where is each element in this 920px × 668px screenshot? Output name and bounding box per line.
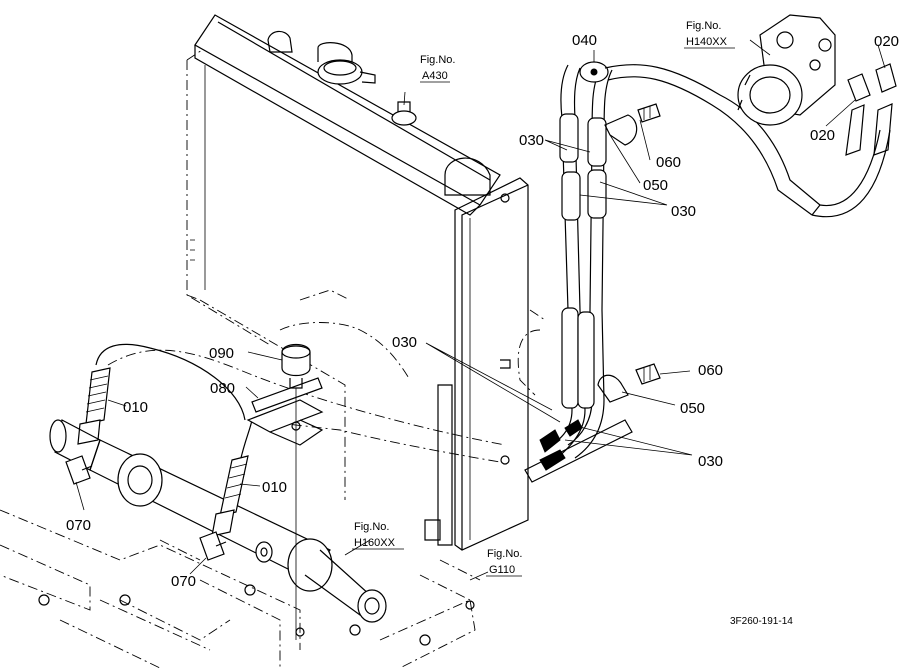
part-label-020: 020 [874, 33, 899, 50]
hose-to-pump [579, 61, 891, 218]
part-label-060: 060 [698, 362, 723, 379]
elbow-070-right [199, 531, 273, 563]
part-label-010: 010 [123, 399, 148, 416]
cap-090 [281, 343, 311, 389]
hose-010-left [77, 343, 246, 445]
hose-lower-routing [107, 289, 506, 463]
fig-ref-prefix: Fig.No. [487, 548, 522, 560]
leader-lines [75, 39, 886, 640]
bracket-080 [246, 377, 324, 446]
part-label-090: 090 [209, 345, 234, 362]
sleeve [587, 169, 607, 219]
clamp-050-lower [597, 363, 661, 403]
hydraulic-pump [737, 14, 897, 156]
fig-ref-prefix: Fig.No. [686, 20, 721, 32]
sleeve [587, 117, 607, 167]
elbow-070-left [65, 455, 93, 485]
sleeve [577, 311, 595, 409]
sleeve [561, 171, 581, 221]
part-label-070: 070 [66, 517, 91, 534]
part-label-060: 060 [656, 154, 681, 171]
radiator [186, 14, 529, 551]
fig-ref-h140: H140XX [686, 36, 728, 48]
part-label-030: 030 [392, 334, 417, 351]
part-label-030: 030 [519, 132, 544, 149]
fig-ref-prefix: Fig.No. [420, 54, 455, 66]
part-label-040: 040 [572, 32, 597, 49]
part-label-030: 030 [671, 203, 696, 220]
part-label-050: 050 [643, 177, 668, 194]
sleeve [559, 113, 579, 163]
steering-cylinder [49, 419, 387, 623]
fig-ref-h160: H160XX [354, 537, 396, 549]
chassis-frame [0, 509, 481, 668]
part-label-030: 030 [698, 453, 723, 470]
sleeve [561, 307, 579, 409]
part-label-010: 010 [262, 479, 287, 496]
fig-ref-g110: G110 [489, 564, 515, 576]
drawing-code: 3F260-191-14 [730, 616, 793, 627]
part-label-050: 050 [680, 400, 705, 417]
part-label-070: 070 [171, 573, 196, 590]
hose-030-pair [500, 64, 633, 483]
hose-010-mid [211, 419, 253, 537]
fig-ref-a430: A430 [422, 70, 448, 82]
fig-ref-prefix: Fig.No. [354, 521, 389, 533]
labels: Fig.No. A430 Fig.No. H140XX Fig.No. H160… [66, 20, 899, 627]
clamp-050-upper [604, 103, 661, 146]
part-label-080: 080 [210, 380, 235, 397]
part-label-020: 020 [810, 127, 835, 144]
